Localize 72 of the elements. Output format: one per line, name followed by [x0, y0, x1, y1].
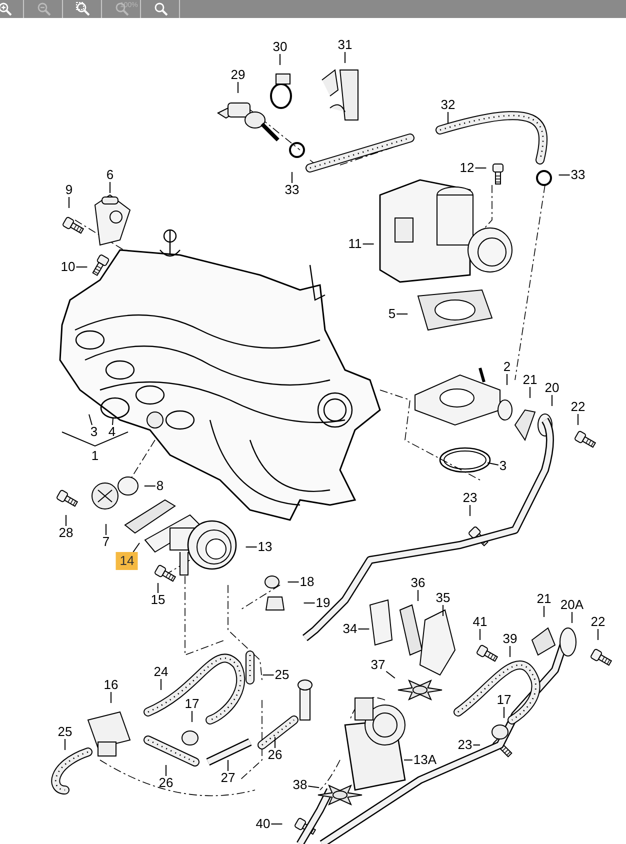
callout-number: 1 [90, 449, 100, 463]
leader-line [472, 744, 480, 746]
callout-number: 37 [370, 658, 386, 672]
callout-number: 36 [410, 576, 426, 590]
leader-line [245, 546, 258, 548]
callout-number: 20A [559, 598, 585, 612]
callout-number: 17 [184, 697, 200, 711]
callout-number: 41 [472, 615, 488, 629]
callout-number: 10 [60, 260, 76, 274]
callout-number: 3 [89, 425, 99, 439]
callout-number: 40 [254, 817, 272, 831]
callout-number: 39 [502, 632, 518, 646]
leader-line [506, 374, 508, 386]
callout-number: 12 [458, 161, 476, 175]
callout-number: 3 [498, 459, 508, 473]
callout-number: 38 [292, 778, 308, 792]
callout-number: 28 [58, 526, 74, 540]
callout-number: 14 [116, 552, 138, 570]
callout-number: 2 [502, 360, 512, 374]
leader-line [386, 670, 396, 679]
leader-line [76, 266, 88, 268]
callout-number: 29 [230, 68, 246, 82]
callout-number: 17 [496, 693, 512, 707]
callout-number: 13A [412, 753, 438, 767]
callout-number: 18 [298, 575, 316, 589]
callout-number: 31 [336, 38, 354, 52]
callout-number: 26 [158, 776, 174, 790]
callout-number: 5 [387, 307, 397, 321]
callout-number: 25 [56, 725, 74, 739]
callout-number: 7 [101, 535, 111, 549]
leader-line [88, 414, 92, 426]
leader-line [358, 628, 370, 630]
leader-line [558, 174, 570, 176]
callout-number: 13 [256, 540, 274, 554]
callout-number: 23 [462, 491, 478, 505]
leader-line [442, 604, 444, 616]
leader-line [68, 196, 70, 208]
callout-number: 33 [284, 183, 300, 197]
leader-line [262, 674, 274, 676]
leader-line [160, 678, 162, 690]
callout-number: 8 [155, 479, 165, 493]
callout-number: 21 [522, 373, 538, 387]
callout-number: 16 [102, 678, 120, 692]
callout-number: 9 [64, 183, 74, 197]
callout-number: 33 [570, 168, 586, 182]
callout-number: 23 [456, 738, 474, 752]
callout-number: 19 [314, 596, 332, 610]
callout-number: 25 [274, 668, 290, 682]
callout-number: 15 [150, 593, 166, 607]
callout-number: 35 [434, 591, 452, 605]
callout-number: 4 [107, 425, 117, 439]
callout-number: 34 [342, 622, 358, 636]
leader-line [344, 52, 346, 64]
callout-number: 20 [544, 381, 560, 395]
leader-line [308, 786, 320, 788]
callout-number: 11 [347, 237, 363, 251]
leader-line [487, 462, 499, 466]
callout-number: 22 [570, 400, 586, 414]
callout-number: 32 [440, 98, 456, 112]
callout-number: 6 [105, 168, 115, 182]
callout-number: 22 [590, 615, 606, 629]
callout-number: 27 [220, 771, 236, 785]
callout-number: 26 [266, 748, 284, 762]
leader-line [274, 736, 276, 748]
leader-line [110, 692, 112, 704]
callout-number: 24 [152, 665, 170, 679]
leader-line [64, 738, 66, 750]
callout-number: 21 [536, 592, 552, 606]
leader-line [132, 542, 140, 552]
leader-line [112, 418, 114, 426]
callout-number: 30 [272, 40, 288, 54]
leader-line [303, 602, 316, 604]
